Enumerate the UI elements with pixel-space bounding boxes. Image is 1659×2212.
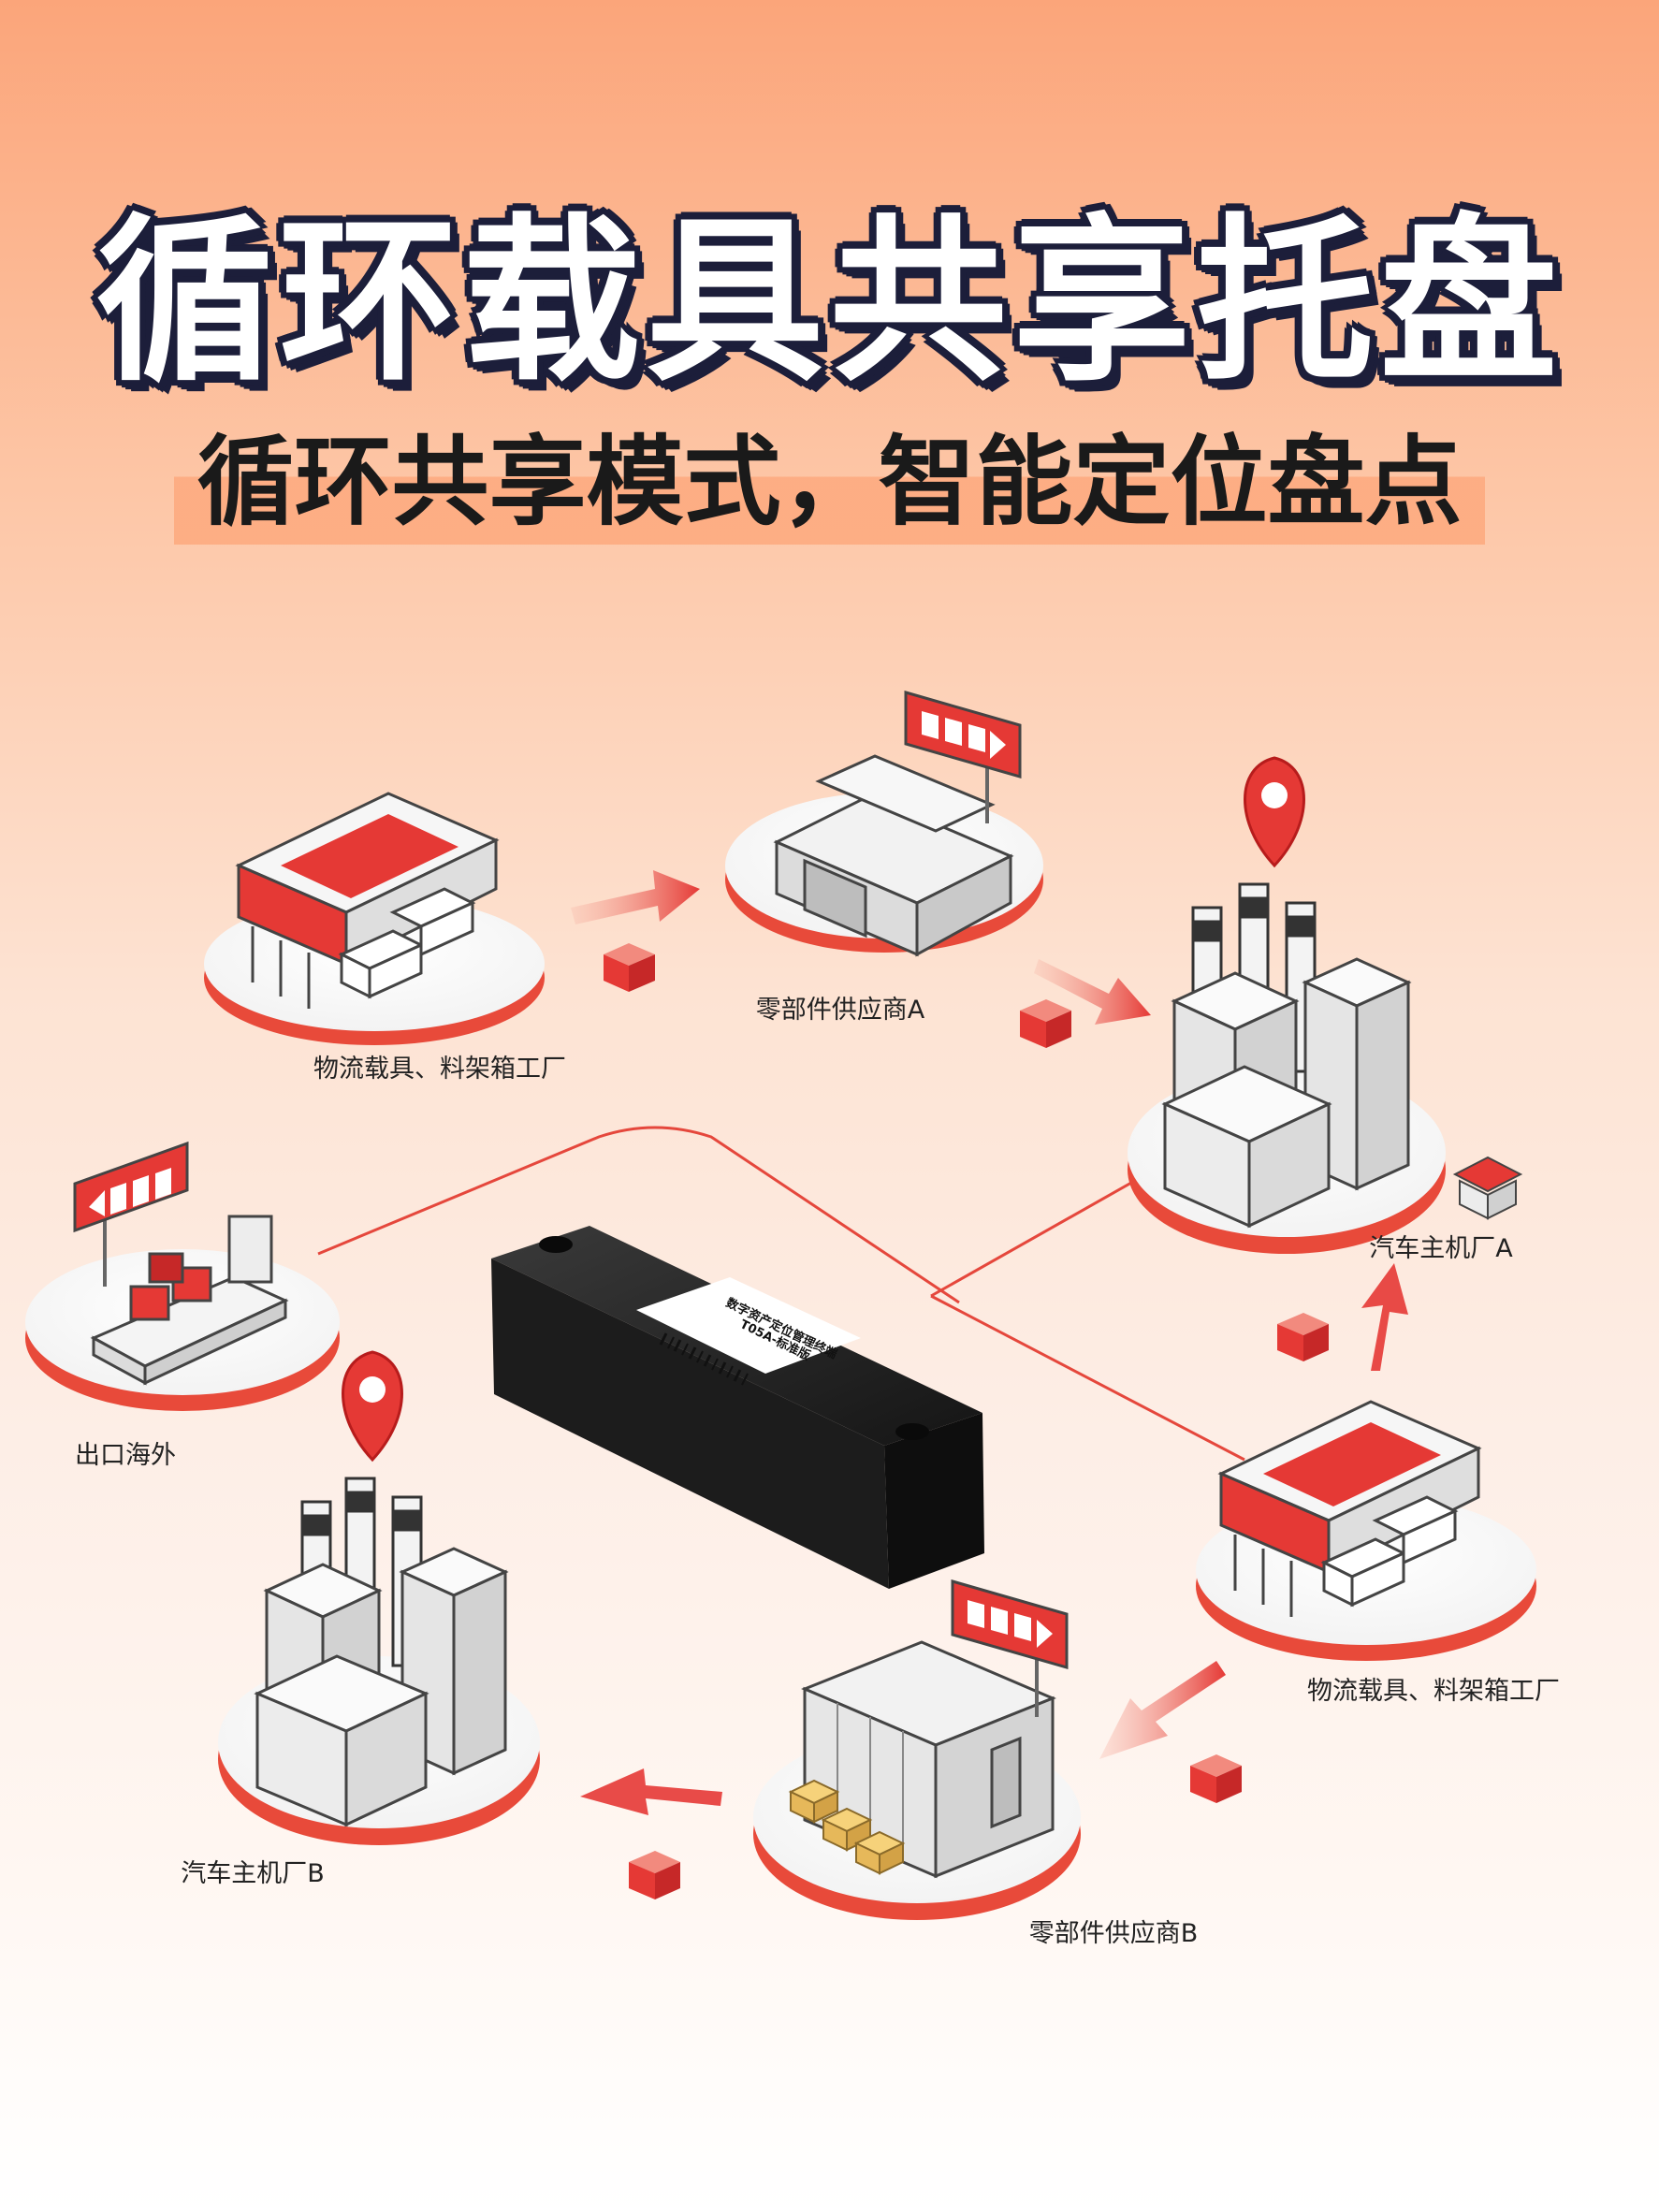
box-icon (1020, 999, 1071, 1048)
warehouse-icon (1217, 1400, 1482, 1617)
label-factory-top: 物流载具、料架箱工厂 (313, 1055, 566, 1084)
oem-b-node (218, 1350, 540, 1845)
factory-blocks-icon (1161, 957, 1412, 1229)
box-icon (604, 943, 655, 992)
flow-arrow-4 (580, 1768, 722, 1899)
mini-warehouse-icon (1452, 1156, 1523, 1220)
label-export: 出口海外 (75, 1441, 176, 1470)
export-node (25, 1141, 340, 1411)
flow-arrow-3 (1277, 1263, 1408, 1371)
location-pin-icon (342, 1350, 403, 1463)
box-icon (1190, 1754, 1242, 1803)
truck-icon (1320, 1495, 1459, 1608)
box-icon (1277, 1313, 1329, 1361)
warehouse-icon (801, 1640, 1056, 1879)
factory-right-node (1196, 1400, 1536, 1661)
supplier-a-node (725, 691, 1043, 957)
sign-board-icon (951, 1579, 1069, 1717)
label-oem-b: 汽车主机厂B (181, 1859, 325, 1888)
supplier-b-node (753, 1579, 1081, 1920)
label-factory-right: 物流载具、料架箱工厂 (1307, 1677, 1560, 1706)
barcode-icon (659, 1332, 749, 1386)
sign-board-icon (904, 691, 1022, 823)
flow-arrow-1 (571, 870, 700, 992)
page-subtitle: 循环共享模式，智能定位盘点 (174, 421, 1485, 545)
location-pin-icon (1244, 756, 1305, 868)
factory-blocks-icon (254, 1547, 509, 1827)
factory-top-node (204, 792, 545, 1045)
ship-icon (90, 1215, 289, 1386)
truck-icon (338, 887, 476, 999)
subtitle-container: 循环共享模式，智能定位盘点 (0, 421, 1659, 545)
oem-a-node (1128, 756, 1446, 1254)
label-oem-a: 汽车主机厂A (1369, 1234, 1513, 1263)
label-supplier-a: 零部件供应商A (756, 996, 925, 1025)
flow-arrow-2 (1020, 959, 1151, 1048)
cargo-box-icon (788, 1779, 906, 1875)
box-icon (629, 1851, 680, 1899)
building-icon (773, 754, 1014, 957)
flow-arrow-5 (1099, 1661, 1242, 1803)
label-supplier-b: 零部件供应商B (1029, 1919, 1199, 1948)
tracking-device: 数字资产定位管理终端 T05A-标准版 (491, 1226, 984, 1589)
sign-board-icon (73, 1141, 189, 1287)
connector-lines (317, 1126, 1245, 1462)
page-title: 循环载具共享托盘 (95, 198, 1564, 405)
